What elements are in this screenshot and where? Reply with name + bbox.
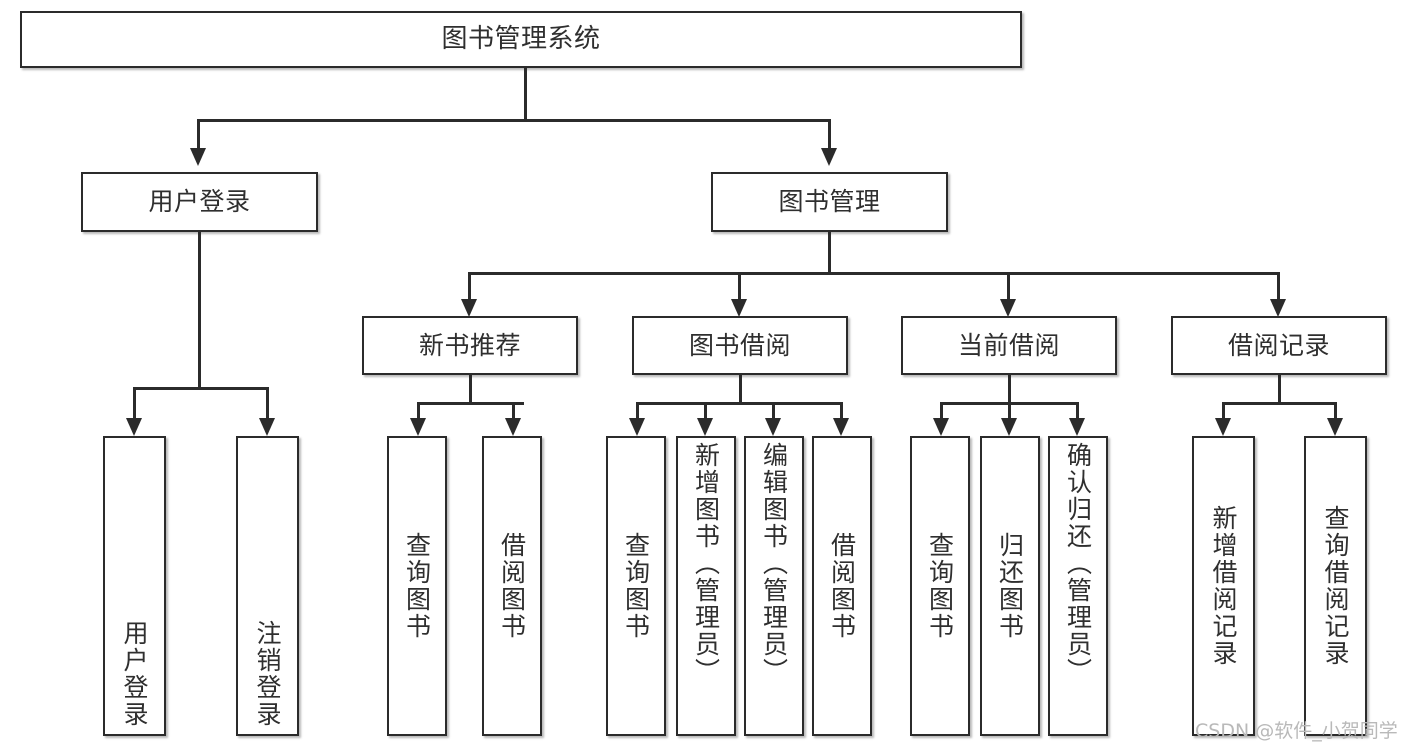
- arrow-user-login: [190, 148, 206, 166]
- leaf-add-book-admin[interactable]: 新增图书（管理员）: [676, 436, 736, 736]
- connector-drop-cb-leaf-1: [940, 402, 943, 418]
- node-label: 图书借阅: [688, 330, 791, 360]
- leaf-borrow-book-recommend[interactable]: 借阅图书: [482, 436, 542, 736]
- arrow-nb-leaf-1: [410, 418, 426, 436]
- node-label: 借阅图书: [827, 532, 857, 640]
- connector-drop-bb-leaf-4: [840, 402, 843, 418]
- node-label: 用户登录: [148, 187, 251, 217]
- node-label: 查询图书: [621, 532, 651, 640]
- leaf-query-book-recommend[interactable]: 查询图书: [387, 436, 447, 736]
- connector-drop-bb-leaf-2: [704, 402, 707, 418]
- leaf-return-book[interactable]: 归还图书: [980, 436, 1040, 736]
- csdn-watermark: CSDN @软件_小贺同学: [1195, 720, 1398, 742]
- node-borrow-record[interactable]: 借阅记录: [1171, 316, 1387, 375]
- connector-drop-borrow-record: [1277, 272, 1280, 299]
- connector-new-book-bus: [417, 402, 524, 405]
- arrow-bb-leaf-2: [697, 418, 713, 436]
- connector-book-borrow-bus: [636, 402, 843, 405]
- connector-drop-book-management: [828, 119, 831, 148]
- connector-borrow-record-bus: [1222, 402, 1337, 405]
- arrow-book-management: [821, 148, 837, 166]
- connector-current-borrow-stem: [1008, 375, 1011, 402]
- leaf-user-login[interactable]: 用户登录: [103, 436, 166, 736]
- connector-drop-book-borrow: [738, 272, 741, 299]
- node-label: 图书管理: [778, 187, 881, 217]
- connector-drop-nb-leaf-1: [417, 402, 420, 418]
- connector-root-stem: [524, 68, 527, 119]
- arrow-bb-leaf-4: [833, 418, 849, 436]
- node-label: 查询图书: [402, 532, 432, 640]
- arrow-bb-leaf-1: [629, 418, 645, 436]
- connector-drop-bb-leaf-3: [772, 402, 775, 418]
- leaf-confirm-return-admin[interactable]: 确认归还（管理员）: [1048, 436, 1108, 736]
- node-current-borrow[interactable]: 当前借阅: [901, 316, 1117, 375]
- connector-root-bus: [197, 119, 831, 122]
- connector-drop-leaf-user-login: [133, 387, 136, 418]
- node-label: 注销登录: [253, 620, 282, 728]
- connector-drop-leaf-logout: [266, 387, 269, 418]
- arrow-leaf-user-login: [126, 418, 142, 436]
- connector-user-login-bus: [133, 387, 268, 390]
- connector-new-book-stem: [469, 375, 472, 402]
- node-book-borrow[interactable]: 图书借阅: [632, 316, 848, 375]
- connector-book-management-bus: [468, 272, 1280, 275]
- connector-drop-new-book: [468, 272, 471, 299]
- connector-drop-cb-leaf-3: [1076, 402, 1079, 418]
- arrow-br-leaf-2: [1327, 418, 1343, 436]
- arrow-leaf-logout: [259, 418, 275, 436]
- node-label: 借阅图书: [497, 532, 527, 640]
- arrow-br-leaf-1: [1215, 418, 1231, 436]
- connector-book-borrow-stem: [739, 375, 742, 402]
- node-label: 用户登录: [120, 620, 149, 728]
- node-label: 借阅记录: [1227, 330, 1330, 360]
- leaf-logout[interactable]: 注销登录: [236, 436, 299, 736]
- node-label: 查询借阅记录: [1321, 505, 1350, 667]
- connector-drop-br-leaf-1: [1222, 402, 1225, 418]
- arrow-nb-leaf-2: [505, 418, 521, 436]
- connector-drop-br-leaf-2: [1334, 402, 1337, 418]
- connector-drop-current-borrow: [1007, 272, 1010, 299]
- leaf-query-book-borrow[interactable]: 查询图书: [606, 436, 666, 736]
- leaf-edit-book-admin[interactable]: 编辑图书（管理员）: [744, 436, 804, 736]
- connector-drop-cb-leaf-2: [1008, 402, 1011, 418]
- node-label: 当前借阅: [957, 330, 1060, 360]
- connector-borrow-record-stem: [1278, 375, 1281, 402]
- arrow-cb-leaf-1: [933, 418, 949, 436]
- leaf-borrow-book[interactable]: 借阅图书: [812, 436, 872, 736]
- node-label: 新书推荐: [418, 330, 521, 360]
- arrow-book-borrow: [731, 299, 747, 317]
- node-book-management[interactable]: 图书管理: [711, 172, 948, 232]
- node-label: 新增借阅记录: [1209, 505, 1238, 667]
- node-label: 归还图书: [995, 532, 1025, 640]
- leaf-add-borrow-record[interactable]: 新增借阅记录: [1192, 436, 1255, 736]
- node-label: 新增图书（管理员）: [691, 442, 721, 685]
- connector-drop-nb-leaf-2: [512, 402, 515, 418]
- arrow-bb-leaf-3: [765, 418, 781, 436]
- node-label: 编辑图书（管理员）: [759, 442, 789, 685]
- connector-drop-bb-leaf-1: [636, 402, 639, 418]
- connector-user-login-stem: [198, 232, 201, 387]
- arrow-cb-leaf-2: [1001, 418, 1017, 436]
- node-label: 确认归还（管理员）: [1063, 442, 1093, 685]
- node-root-book-management-system[interactable]: 图书管理系统: [20, 11, 1022, 68]
- arrow-current-borrow: [1000, 299, 1016, 317]
- node-label: 图书管理系统: [441, 24, 601, 55]
- node-label: 查询图书: [925, 532, 955, 640]
- arrow-borrow-record: [1270, 299, 1286, 317]
- node-user-login[interactable]: 用户登录: [81, 172, 318, 232]
- leaf-query-book-current[interactable]: 查询图书: [910, 436, 970, 736]
- leaf-query-borrow-record[interactable]: 查询借阅记录: [1304, 436, 1367, 736]
- connector-drop-user-login: [197, 119, 200, 148]
- arrow-new-book-recommend: [461, 299, 477, 317]
- node-new-book-recommend[interactable]: 新书推荐: [362, 316, 578, 375]
- arrow-cb-leaf-3: [1069, 418, 1085, 436]
- connector-book-management-stem: [828, 232, 831, 272]
